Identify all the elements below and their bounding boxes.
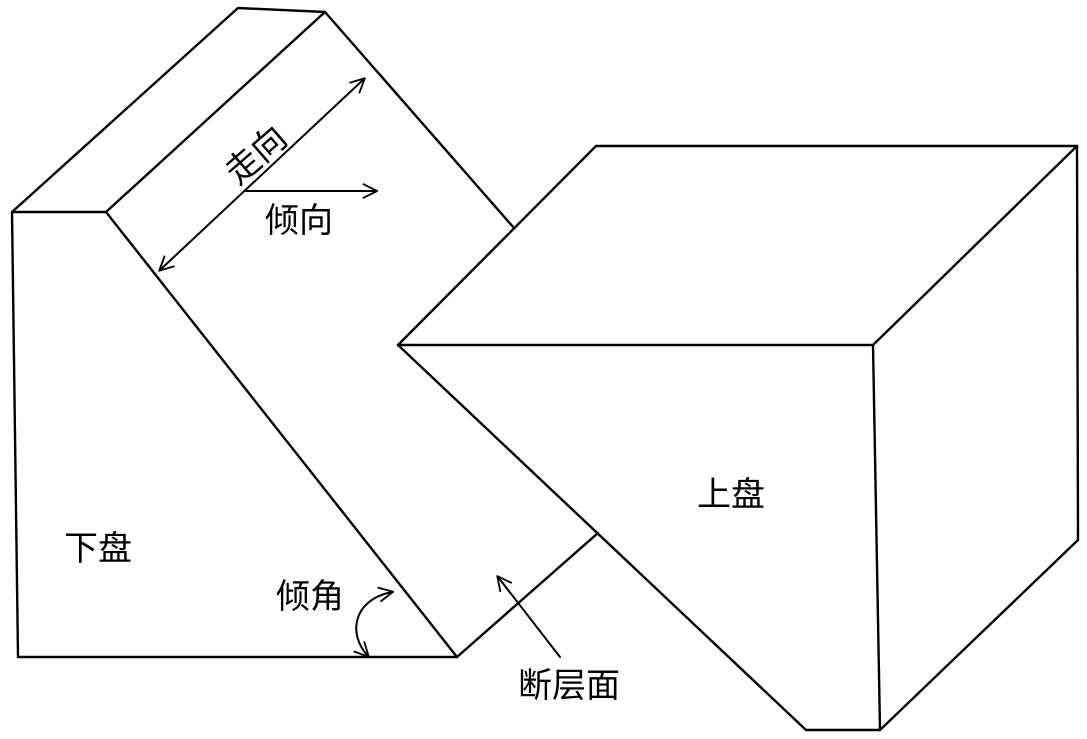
strike-label: 走向 [218,118,296,193]
hanging-wall-label: 上盘 [697,475,765,515]
strike-arrow [158,77,366,272]
footwall-block [10,6,600,659]
hanging-wall-side-vertical-edge [1075,144,1080,542]
fault-plane-label: 断层面 [518,666,620,706]
dip-angle-arrow [353,586,395,658]
hanging-wall-slanted-edge [396,343,808,732]
fault-plane-bottom-edge [455,531,600,659]
hanging-wall-top-face [396,144,1079,347]
fault-plane-lower-edge [104,210,459,659]
fault-plane-arrow [496,575,561,658]
dip-angle-label: 倾角 [276,577,344,617]
hanging-wall-side-bottom-edge [878,538,1080,732]
footwall-top-back-edge [104,10,327,214]
hanging-wall-front-vertical-edge [871,343,882,732]
hanging-wall-block [396,144,1080,732]
fault-plane-upper-edge [323,10,516,230]
dip-direction-label: 倾向 [265,201,333,241]
footwall-label: 下盘 [64,529,132,569]
